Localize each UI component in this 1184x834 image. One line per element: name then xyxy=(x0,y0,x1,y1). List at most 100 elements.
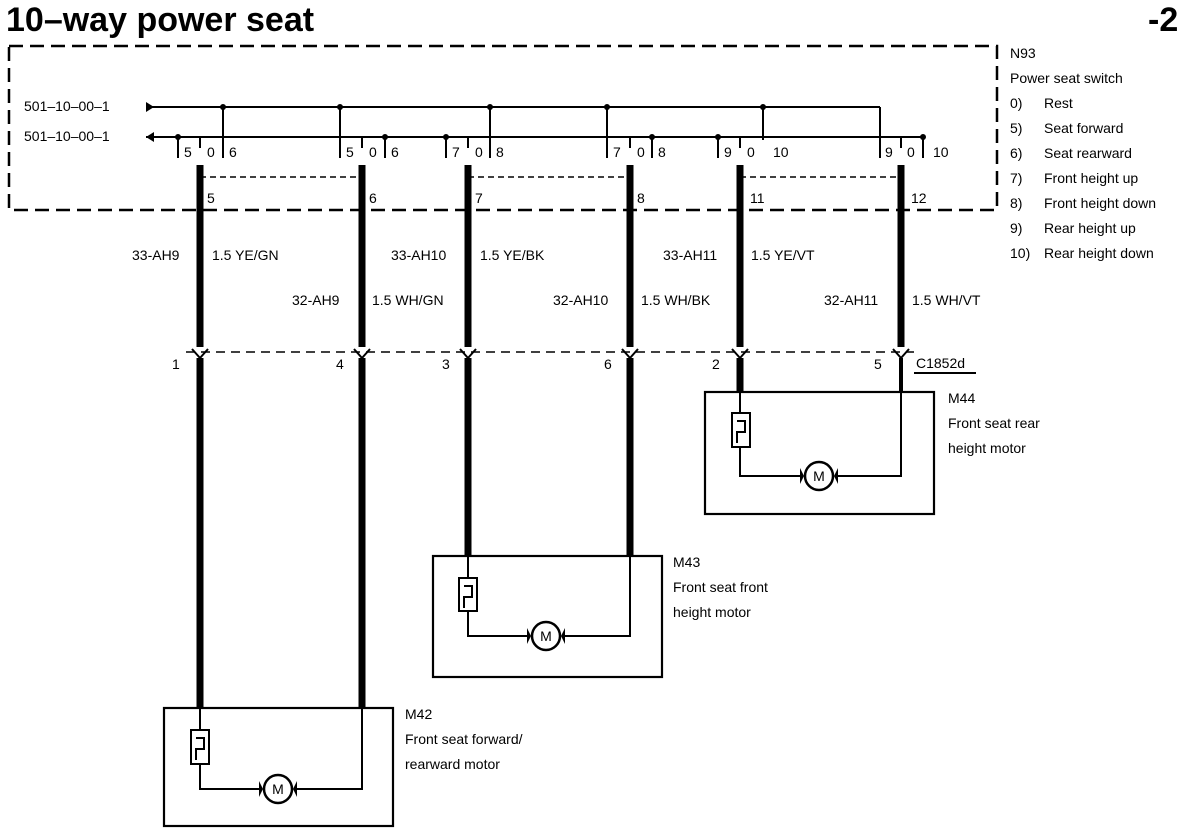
connector-pin: 4 xyxy=(336,356,344,372)
legend-text: Rest xyxy=(1044,95,1073,111)
pin-label: 5 xyxy=(207,190,215,206)
switch-enclosure xyxy=(7,44,999,212)
supply-lines xyxy=(146,106,923,138)
motor-m43: M M43 Front seat front height motor xyxy=(431,554,768,679)
motor-symbol: M xyxy=(540,628,552,644)
contact-label: 10 xyxy=(933,144,949,160)
motor-housing xyxy=(703,390,936,516)
ref-label: 501–10–00–1 xyxy=(24,128,110,144)
motor-desc: height motor xyxy=(673,604,751,620)
wire-spec: 1.5 YE/VT xyxy=(751,247,815,263)
switch-linkage-stubs xyxy=(739,165,902,177)
motor-circuit xyxy=(467,556,631,637)
legend-num: 10) xyxy=(1010,245,1030,261)
wire-spec: 1.5 WH/GN xyxy=(372,292,444,308)
wire-circuit: 33-AH9 xyxy=(132,247,180,263)
contact-label: 10 xyxy=(773,144,789,160)
wire-circuit: 32-AH11 xyxy=(824,292,878,308)
switch-legend: N93 Power seat switch 0) Rest 5) Seat fo… xyxy=(1010,45,1156,261)
motor-m44: M M44 Front seat rear height motor xyxy=(703,390,1040,516)
motor-circuit xyxy=(739,392,902,477)
contact-label: 9 xyxy=(724,144,732,160)
pin-label: 12 xyxy=(911,190,927,206)
harness-wires-lower xyxy=(196,358,744,708)
pin-label: 7 xyxy=(475,190,483,206)
contact-label: 5 xyxy=(184,144,192,160)
switch-id: N93 xyxy=(1010,45,1036,61)
junction-dots xyxy=(175,104,926,140)
legend-text: Seat rearward xyxy=(1044,145,1132,161)
thermal-breaker-icon xyxy=(190,729,210,765)
contact-label: 9 xyxy=(885,144,893,160)
wire-spec: 1.5 YE/GN xyxy=(212,247,279,263)
switch-pins: 5 6 7 8 11 12 xyxy=(207,190,927,206)
connector-pin: 5 xyxy=(874,356,882,372)
contact-stubs xyxy=(177,107,924,158)
breaker-symbol xyxy=(736,420,746,443)
motor-symbol: M xyxy=(272,781,284,797)
motor-desc: Front seat forward/ xyxy=(405,731,523,747)
wire-spec: 1.5 WH/VT xyxy=(912,292,981,308)
motor-m42: M M42 Front seat forward/ rearward motor xyxy=(162,706,523,828)
connector-pin: 1 xyxy=(172,356,180,372)
wire-circuit: 32-AH9 xyxy=(292,292,340,308)
wire-spec: 1.5 WH/BK xyxy=(641,292,711,308)
legend-num: 6) xyxy=(1010,145,1022,161)
motor-id: M43 xyxy=(673,554,700,570)
legend-text: Front height down xyxy=(1044,195,1156,211)
contact-label: 0 xyxy=(475,144,483,160)
contact-label: 0 xyxy=(907,144,915,160)
contact-label: 5 xyxy=(346,144,354,160)
motor-symbol: M xyxy=(813,468,825,484)
contact-label: 8 xyxy=(658,144,666,160)
wire-circuit: 33-AH10 xyxy=(391,247,446,263)
motor-housing xyxy=(162,706,395,828)
pin-label: 8 xyxy=(637,190,645,206)
diagram-title: 10–way power seat xyxy=(6,1,314,39)
harness-wires-upper xyxy=(196,165,905,347)
legend-num: 5) xyxy=(1010,120,1022,136)
wire-circuit: 32-AH10 xyxy=(553,292,608,308)
connector-pin: 3 xyxy=(442,356,450,372)
switch-name: Power seat switch xyxy=(1010,70,1123,86)
legend-text: Front height up xyxy=(1044,170,1138,186)
connector-pins: 1 4 3 6 2 5 xyxy=(172,356,882,372)
pin-label: 6 xyxy=(369,190,377,206)
motor-id: M44 xyxy=(948,390,975,406)
contact-label: 0 xyxy=(637,144,645,160)
switch-contacts: 5 0 6 5 0 6 7 0 8 7 0 8 9 0 10 9 0 10 xyxy=(184,144,949,160)
legend-text: Seat forward xyxy=(1044,120,1123,136)
wire-spec: 1.5 YE/BK xyxy=(480,247,545,263)
pin-label: 11 xyxy=(750,190,765,206)
legend-num: 9) xyxy=(1010,220,1022,236)
motor-id: M42 xyxy=(405,706,432,722)
page-number: -2 xyxy=(1148,1,1178,39)
ref-arrows xyxy=(146,102,154,142)
contact-label: 7 xyxy=(452,144,460,160)
thermal-breaker-icon xyxy=(731,412,751,448)
motor-icon xyxy=(803,460,835,492)
motor-icon xyxy=(530,620,562,652)
contact-label: 8 xyxy=(496,144,504,160)
contact-label: 0 xyxy=(747,144,755,160)
legend-text: Rear height down xyxy=(1044,245,1154,261)
motor-desc: Front seat front xyxy=(673,579,768,595)
contact-label: 6 xyxy=(391,144,399,160)
thermal-breaker-icon xyxy=(458,577,478,612)
legend-num: 0) xyxy=(1010,95,1022,111)
ref-label: 501–10–00–1 xyxy=(24,98,110,114)
breaker-symbol xyxy=(195,737,205,760)
motor-desc: rearward motor xyxy=(405,756,500,772)
legend-num: 8) xyxy=(1010,195,1022,211)
legend-num: 7) xyxy=(1010,170,1022,186)
connector-id: C1852d xyxy=(916,355,965,371)
motor-desc: height motor xyxy=(948,440,1026,456)
breaker-symbol xyxy=(463,585,473,608)
motor-icon xyxy=(262,773,294,805)
connector-pin: 2 xyxy=(712,356,720,372)
connector-pin: 6 xyxy=(604,356,612,372)
wire-circuit: 33-AH11 xyxy=(663,247,717,263)
legend-text: Rear height up xyxy=(1044,220,1136,236)
motor-desc: Front seat rear xyxy=(948,415,1040,431)
